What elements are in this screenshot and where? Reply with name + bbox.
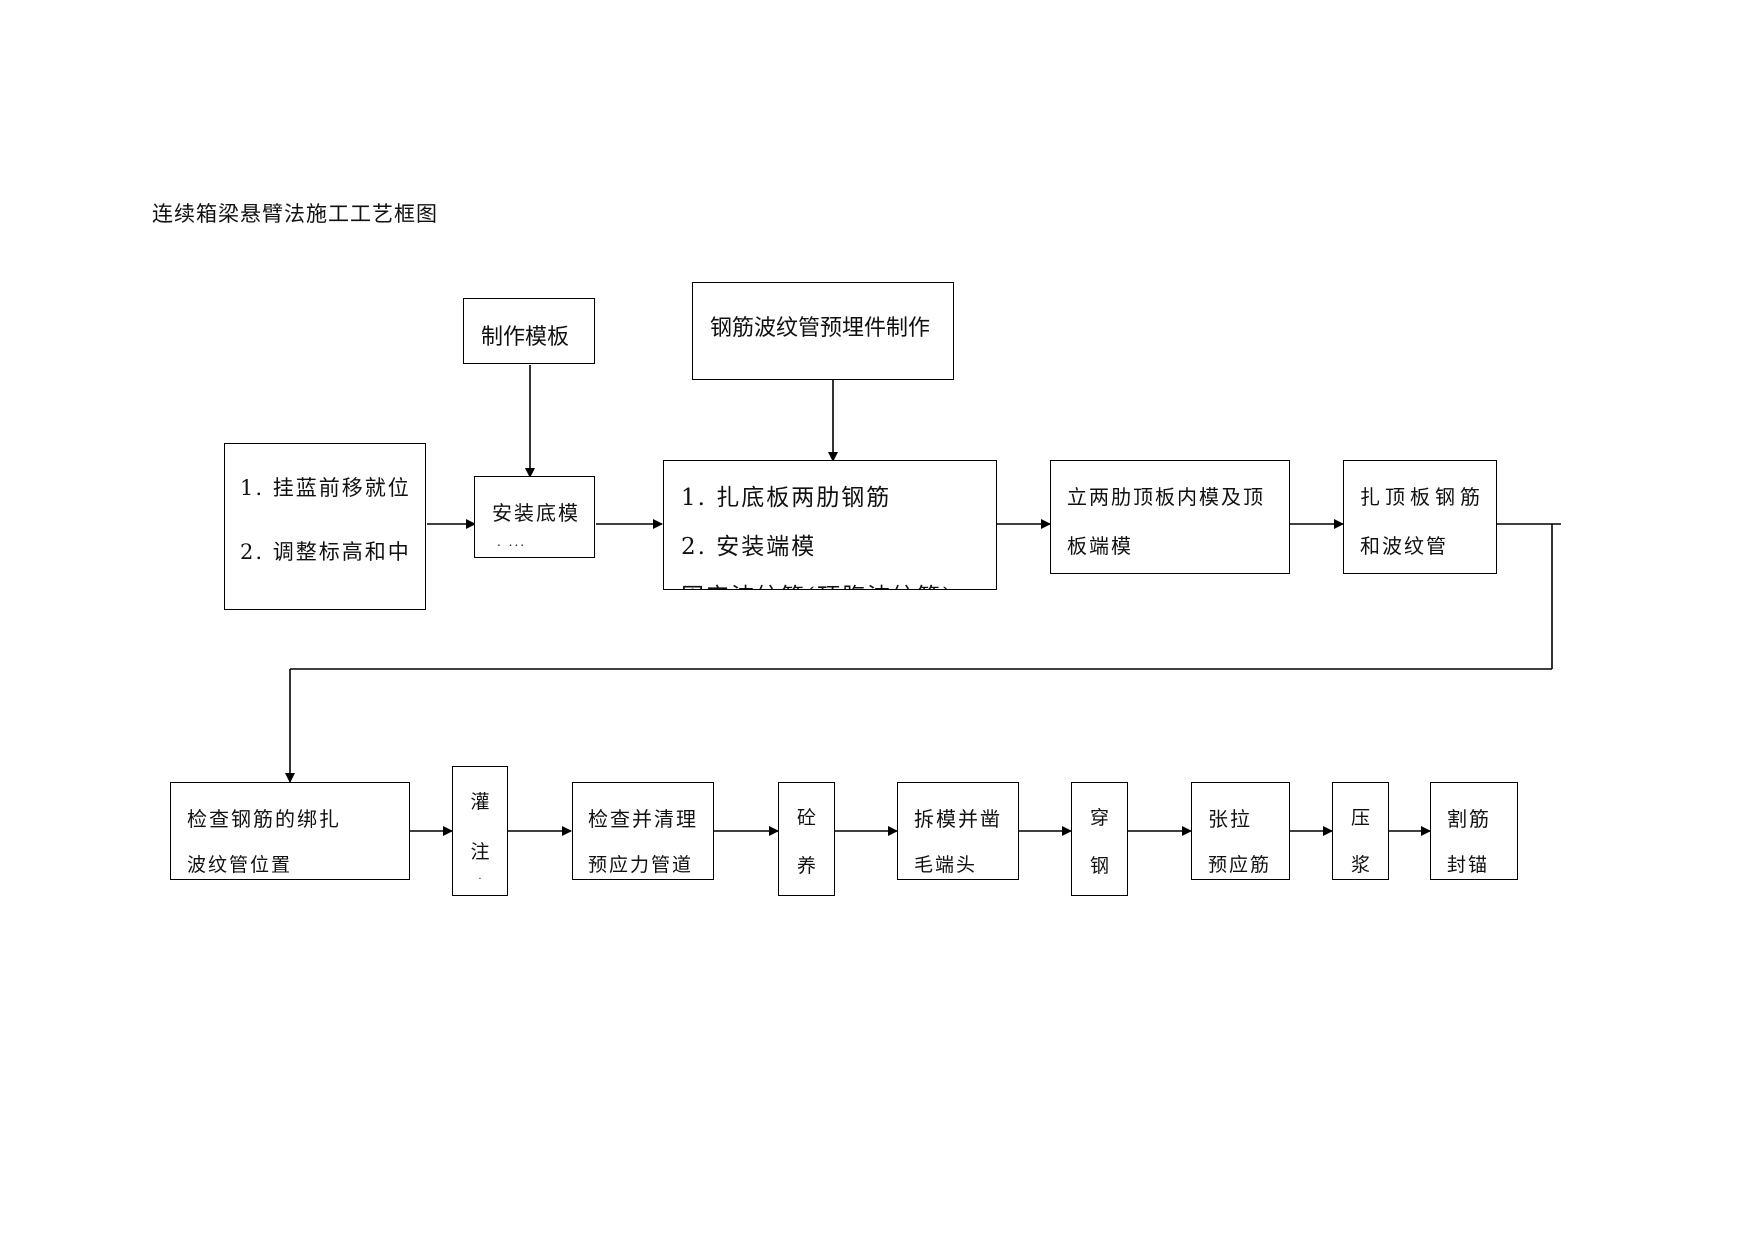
box-tension: 张拉 预应筋: [1191, 782, 1290, 880]
box-check-rebar-line2: 波纹管位置: [187, 854, 293, 876]
box-grout: 压 浆: [1332, 782, 1389, 880]
box-grout-line2: 浆: [1350, 854, 1370, 876]
box-inner-mold-line2: 板端模: [1067, 534, 1133, 558]
box-thread-line2: 钢: [1089, 855, 1109, 877]
box-make-formwork-label: 制作模板: [481, 325, 570, 350]
box-pour-line1: 灌: [470, 791, 490, 813]
box-clean-duct: 检查并清理 预应力管道: [572, 782, 714, 880]
box-tension-line2: 预应筋: [1208, 854, 1272, 876]
box-top-rebar-line1: 扎顶板钢筋: [1360, 485, 1485, 509]
box-cut-anchor-line1: 割筋: [1447, 807, 1491, 831]
diagram-title: 连续箱梁悬臂法施工工艺框图: [152, 202, 438, 226]
box-bind-bottom-line2: 2. 安装端模: [681, 534, 817, 560]
box-pour-line2: 注: [470, 841, 490, 863]
box-clean-duct-line1: 检查并清理: [588, 807, 698, 831]
box-cure-line1: 砼: [796, 807, 816, 829]
box-cure: 砼 养: [778, 782, 835, 896]
box-make-formwork: 制作模板: [463, 298, 595, 364]
box-demold: 拆模并凿 毛端头: [897, 782, 1019, 880]
box-top-rebar-line2: 和波纹管: [1360, 534, 1448, 558]
box-bind-bottom: 1. 扎底板两肋钢筋 2. 安装端模 固定波纹管(顶腹波纹管): [663, 460, 997, 590]
box-install-bottom-line1: 安装底模: [492, 501, 580, 525]
box-grout-line1: 压: [1350, 807, 1370, 829]
box-check-rebar: 检查钢筋的绑扎 波纹管位置: [170, 782, 410, 880]
box-clean-duct-line2: 预应力管道: [588, 854, 694, 876]
box-demold-line1: 拆模并凿: [914, 807, 1002, 831]
box-cure-line2: 养: [796, 855, 816, 877]
box-cut-anchor-line2: 封锚: [1447, 854, 1490, 876]
box-bind-bottom-line1: 1. 扎底板两肋钢筋: [681, 485, 892, 511]
box-install-bottom: 安装底模 . ...: [474, 476, 595, 558]
box-demold-line2: 毛端头: [914, 854, 978, 876]
box-cut-anchor: 割筋 封锚: [1430, 782, 1518, 880]
box-check-rebar-line1: 检查钢筋的绑扎: [187, 807, 341, 831]
box-bind-bottom-line3: 固定波纹管(顶腹波纹管): [681, 577, 953, 589]
box-hang-basket: 1. 挂蓝前移就位 2. 调整标高和中: [224, 443, 426, 610]
box-pour-line3: .: [478, 871, 482, 882]
box-hang-basket-line1: 1. 挂蓝前移就位: [240, 476, 411, 500]
box-rebar-prefab: 钢筋波纹管预埋件制作: [692, 282, 954, 380]
box-install-bottom-line2: . ...: [497, 535, 527, 549]
box-inner-mold: 立两肋顶板内模及顶 板端模: [1050, 460, 1290, 574]
box-tension-line1: 张拉: [1208, 807, 1252, 831]
box-pour: 灌 注 .: [452, 766, 508, 896]
box-top-rebar: 扎顶板钢筋 和波纹管: [1343, 460, 1497, 574]
box-rebar-prefab-label: 钢筋波纹管预埋件制作: [710, 316, 931, 341]
box-thread: 穿 钢: [1071, 782, 1128, 896]
box-inner-mold-line1: 立两肋顶板内模及顶: [1067, 485, 1265, 509]
box-hang-basket-line2: 2. 调整标高和中: [240, 540, 411, 564]
box-thread-line1: 穿: [1089, 807, 1109, 829]
